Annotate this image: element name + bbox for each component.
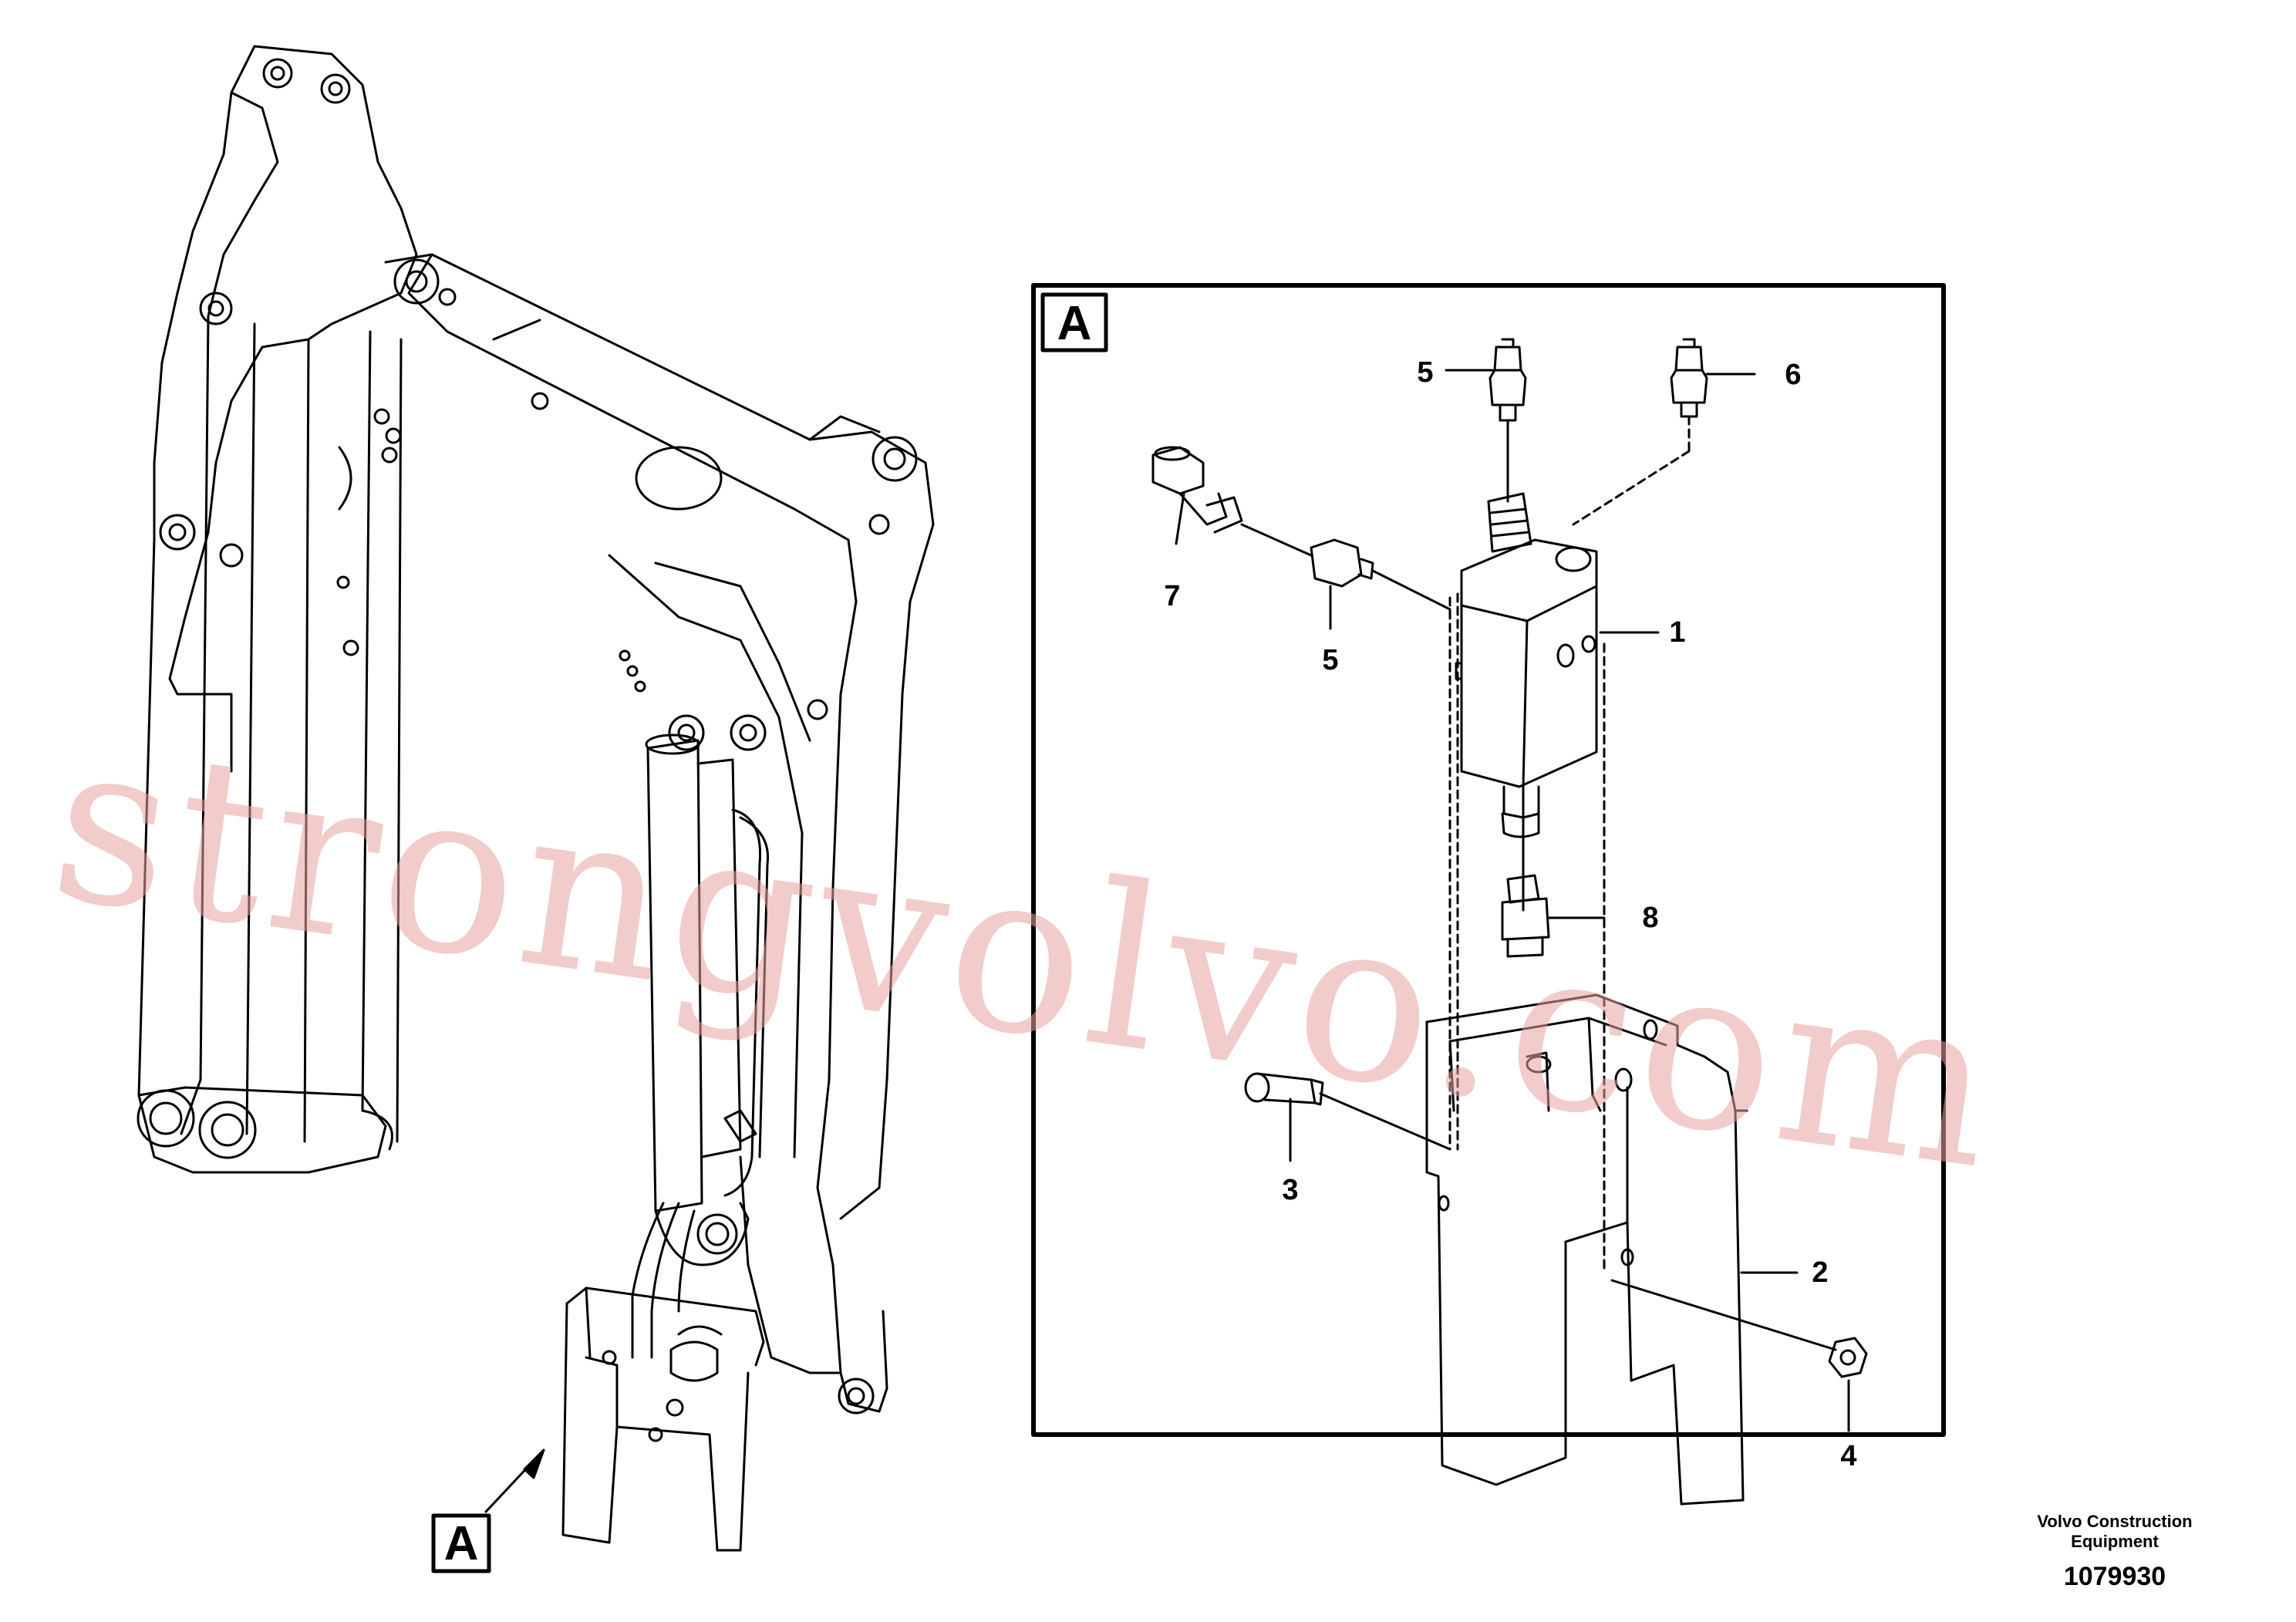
fitting-6 <box>1572 338 1708 526</box>
callout-4: 4 <box>1840 1440 1856 1472</box>
detail-label-box <box>1040 292 1108 352</box>
fitting-5-top <box>1489 338 1527 503</box>
brand-line-1: Volvo Construction <box>2037 1512 2193 1531</box>
callout-5-side: 5 <box>1322 644 1338 676</box>
view-reference-label: A <box>431 1513 491 1573</box>
callout-2: 2 <box>1812 1256 1828 1289</box>
fitting-8 <box>1501 874 1550 958</box>
watermark-text: strongvolvo.com <box>39 690 2014 1220</box>
fitting-5-side <box>1240 523 1451 611</box>
callout-8: 8 <box>1642 902 1658 934</box>
callout-1: 1 <box>1669 616 1685 649</box>
nut-4 <box>1610 1279 1868 1378</box>
detail-frame <box>1031 283 1946 1437</box>
arm-assembly <box>137 45 935 1552</box>
drawing-number: 1079930 <box>2063 1562 2166 1591</box>
view-reference-letter: A <box>444 1517 479 1570</box>
elbow-fitting-7 <box>1151 446 1243 545</box>
valve-block-1 <box>1455 492 1598 912</box>
callout-3: 3 <box>1282 1174 1298 1206</box>
holder-bracket-2 <box>1425 993 1748 1506</box>
callout-6: 6 <box>1785 359 1801 391</box>
callout-5-top: 5 <box>1417 356 1433 389</box>
callout-numbers: 5 6 7 5 1 8 3 2 4 <box>1164 356 1856 1472</box>
detail-view-letter: A <box>1057 297 1092 350</box>
detail-view-a: A <box>1031 283 1946 1506</box>
callout-7: 7 <box>1164 580 1180 612</box>
brand-block: Volvo Construction Equipment <box>1988 1512 2242 1552</box>
brand-line-2: Equipment <box>2071 1532 2159 1551</box>
